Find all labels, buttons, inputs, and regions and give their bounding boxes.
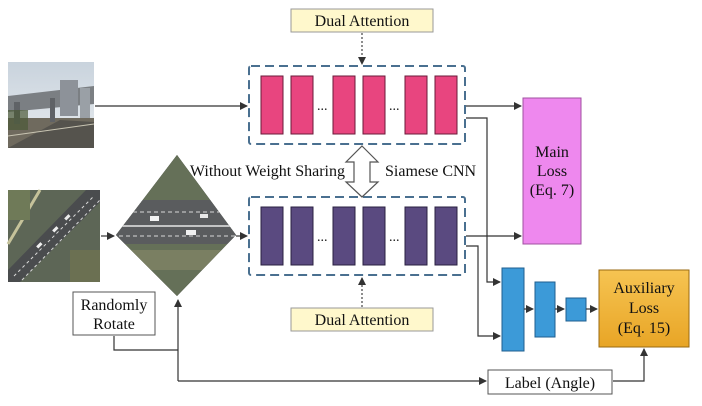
aux-fc-layer: [534, 281, 556, 338]
bottom-dual-attention-label: Dual Attention: [315, 312, 410, 329]
ground-conv-layer: [290, 75, 314, 135]
aux-fc-layer: [501, 267, 525, 352]
aerial-ellipsis: ...: [317, 230, 328, 245]
aerial-view-photo: [6, 189, 101, 282]
main-loss-box: Main Loss (Eq. 7): [522, 97, 582, 245]
top-dual-attention-label: Dual Attention: [315, 13, 410, 30]
main-loss-line1: Main: [535, 144, 569, 161]
auxiliary-network: [501, 267, 587, 352]
label-angle-text: Label (Angle): [505, 375, 595, 392]
double-arrow-icon: [344, 145, 380, 198]
aerial-ellipsis: ...: [389, 230, 400, 245]
aerial-conv-layer: [434, 206, 458, 266]
auxiliary-loss-box: Auxiliary Loss (Eq. 15): [598, 269, 690, 348]
aerial-conv-layer: [260, 206, 284, 266]
main-loss-line2: Loss: [537, 163, 567, 180]
rotate-line2: Rotate: [93, 316, 135, 333]
randomly-rotate-box: Randomly Rotate: [72, 291, 156, 336]
aux-fc-layer: [565, 297, 587, 322]
ground-ellipsis: ...: [389, 99, 400, 114]
siamese-cnn-label: Siamese CNN: [385, 163, 477, 180]
ground-ellipsis: ...: [317, 99, 328, 114]
main-loss-line3: (Eq. 7): [530, 182, 574, 199]
connectors: [95, 102, 648, 385]
aux-loss-line1: Auxiliary: [613, 280, 674, 297]
ground-conv-layer: [434, 75, 458, 135]
rotate-line1: Randomly: [81, 297, 148, 314]
aerial-branch-dashed-box: [248, 196, 466, 276]
ground-conv-layer: [404, 75, 428, 135]
label-angle-box: Label (Angle): [487, 369, 613, 395]
without-weight-sharing-label: Without Weight Sharing: [190, 163, 345, 180]
top-dual-attention: Dual Attention: [290, 8, 434, 65]
aerial-conv-layer: [362, 206, 386, 266]
ground-conv-layer: [260, 75, 284, 135]
aux-loss-line2: Loss: [629, 300, 659, 317]
ground-branch-dashed-box: [248, 65, 466, 145]
ground-view-photo: [7, 62, 95, 148]
aerial-conv-layer: [404, 206, 428, 266]
ground-conv-layer: [362, 75, 386, 135]
aerial-branch: ... ...: [248, 196, 466, 276]
ground-branch: ... ...: [248, 65, 466, 145]
ground-conv-layer: [332, 75, 356, 135]
aerial-conv-layer: [332, 206, 356, 266]
bottom-dual-attention: Dual Attention: [290, 277, 434, 332]
aux-loss-line3: (Eq. 15): [618, 320, 670, 337]
aerial-conv-layer: [290, 206, 314, 266]
